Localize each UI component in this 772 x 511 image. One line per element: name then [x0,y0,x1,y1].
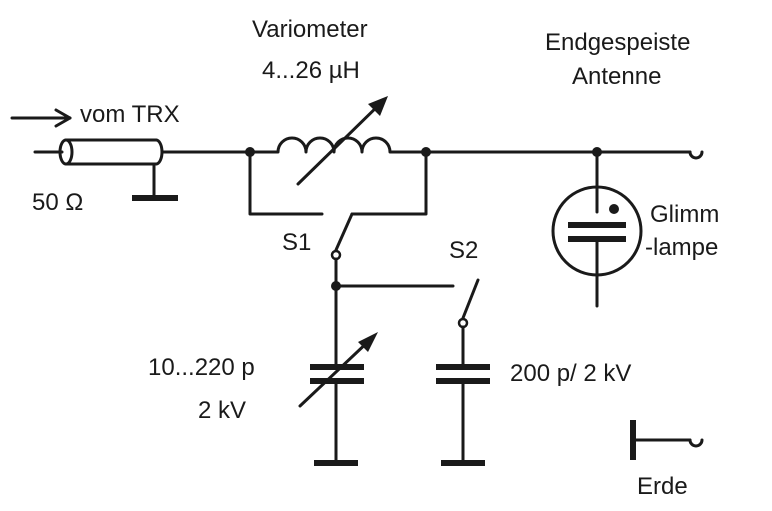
glow-lamp-icon [551,150,643,308]
glimm-label-line2: -lampe [645,234,718,261]
switch-s2-label: S2 [449,237,478,264]
junction-dot [592,147,602,157]
variable-capacitor-icon [298,284,378,466]
variable-capacitor-label-line1: 10...220 p [148,354,255,381]
ground-terminal-icon [630,420,704,460]
glimm-label-line1: Glimm [650,201,719,228]
fixed-capacitor-label: 200 p/ 2 kV [510,360,631,387]
ground-label: Erde [637,473,688,500]
variometer-coil-icon [248,96,428,186]
input-label: vom TRX [80,101,180,128]
antenna-label-line2: Antenne [572,63,661,90]
switch-s2 [457,278,480,329]
impedance-label: 50 Ω [32,189,83,216]
switch-s1-label: S1 [282,229,311,256]
junction-dot [245,147,255,157]
coax-cable-icon [33,138,252,201]
antenna-terminal-icon [688,150,704,160]
junction-dot [421,147,431,157]
fixed-capacitor-icon [436,325,490,466]
switch-s1 [248,150,428,261]
junction-dot [331,281,341,291]
antenna-label-line1: Endgespeiste [545,29,690,56]
variometer-range-label: 4...26 µH [262,57,360,84]
variable-capacitor-label-line2: 2 kV [198,397,246,424]
input-arrow-icon [10,108,72,128]
variometer-label: Variometer [252,16,368,43]
